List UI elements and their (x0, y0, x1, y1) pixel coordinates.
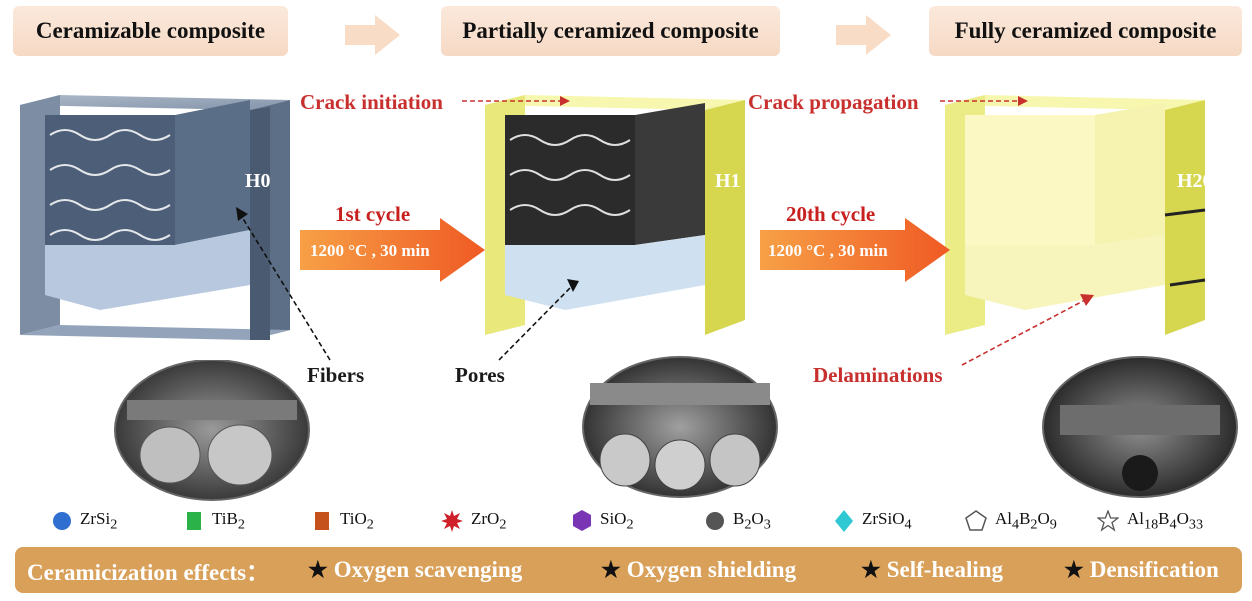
star-icon: ★ (601, 557, 621, 582)
legend-item-al18b4o33: Al18B4O33 (1097, 504, 1203, 538)
fibers-arrow (236, 207, 331, 361)
burst-star-icon (441, 510, 463, 532)
crack-initiation-arrow (462, 96, 570, 106)
sample-label-h1: H1 (715, 170, 741, 192)
pentagon-icon (965, 510, 987, 531)
star-icon: ★ (861, 557, 881, 582)
cycle-condition-1: 1200 °C , 30 min (310, 241, 430, 260)
fiber-strands (49, 129, 171, 241)
cycle-condition-2: 1200 °C , 30 min (768, 241, 888, 260)
square-icon (315, 512, 329, 530)
star-icon: ★ (1064, 557, 1084, 582)
effect-oxygen-scavenging: ★Oxygen scavenging (308, 557, 523, 582)
sem-micrograph-h20 (1042, 356, 1238, 498)
effect-densification: ★Densification (1064, 557, 1219, 582)
cycle-label-2: 20th cycle (786, 202, 876, 226)
crack-propagation-arrow (940, 96, 1028, 106)
diamond-icon (835, 510, 853, 532)
effect-self-healing: ★Self-healing (861, 557, 1004, 582)
square-icon (187, 512, 201, 530)
legend-item-zrsio4: ZrSiO4 (834, 504, 912, 538)
sem-micrograph-h1 (582, 356, 778, 498)
header-arrow-2 (836, 15, 891, 55)
sem-micrograph-h0 (114, 360, 310, 501)
effects-title: Ceramicization effects： (27, 560, 270, 585)
cube-h0 (20, 95, 290, 340)
sample-label-h0: H0 (245, 170, 271, 192)
annotation-fibers: Fibers (307, 363, 365, 387)
star-outline-icon (1097, 510, 1119, 532)
sample-label-h20: H20 (1177, 170, 1213, 192)
header-stage-1: Ceramizable composite (13, 6, 288, 56)
annotation-pores: Pores (455, 363, 505, 387)
circle-icon (706, 512, 724, 530)
cycle-label-1: 1st cycle (335, 202, 411, 226)
annotation-crack-propagation: Crack propagation (748, 90, 919, 114)
star-icon: ★ (308, 557, 328, 582)
annotation-delaminations: Delaminations (813, 363, 943, 387)
cube-h20 (945, 95, 1206, 335)
cycle-arrow-1 (300, 218, 485, 282)
cycle-arrow-2 (760, 218, 950, 282)
annotation-crack-initiation: Crack initiation (300, 90, 443, 114)
cube-h1 (485, 95, 745, 335)
delaminations-arrow (961, 294, 1094, 366)
header-stage-2: Partially ceramized composite (441, 6, 780, 56)
header-stage-3: Fully ceramized composite (929, 6, 1242, 56)
header-arrow-1 (345, 15, 400, 55)
legend-item-zrsi2: ZrSi2 (52, 504, 117, 538)
legend-item-sio2: SiO2 (572, 504, 634, 538)
legend: ZrSi2 TiB2 TiO2 ZrO2 SiO2 B2O3 ZrSiO4 A (0, 504, 1252, 538)
effect-oxygen-shielding: ★Oxygen shielding (601, 557, 797, 582)
legend-item-tio2: TiO2 (312, 504, 374, 538)
legend-item-b2o3: B2O3 (705, 504, 771, 538)
legend-item-tib2: TiB2 (184, 504, 245, 538)
legend-item-al4b2o9: Al4B2O9 (965, 504, 1057, 538)
pores-arrow (498, 279, 579, 361)
circle-icon (53, 512, 71, 530)
hexagon-icon (573, 510, 591, 531)
effects-banner: Ceramicization effects： ★Oxygen scavengi… (15, 547, 1242, 593)
legend-item-zro2: ZrO2 (441, 504, 506, 538)
